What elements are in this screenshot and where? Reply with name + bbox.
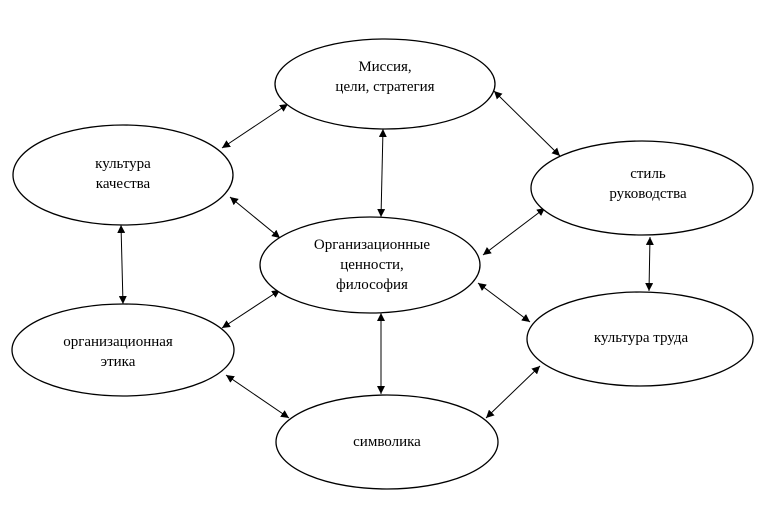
ellipse-quality xyxy=(12,124,234,226)
node-ethics-line-2: этика xyxy=(101,354,136,370)
node-style: стиль руководства xyxy=(530,140,754,236)
ellipse-labor xyxy=(526,291,754,387)
node-ethics: организационная этика xyxy=(11,303,235,397)
ellipse-symbolics xyxy=(275,394,499,490)
node-symbolics-line-1: символика xyxy=(353,434,421,450)
node-quality-line-2: качества xyxy=(96,176,151,192)
ellipse-ethics xyxy=(11,303,235,397)
node-values-line-1: Организационные xyxy=(314,237,430,253)
connector-mission-style xyxy=(493,90,561,157)
node-mission-line-2: цели, стратегия xyxy=(335,79,434,95)
node-values: Организационные ценности, философия xyxy=(259,216,481,314)
node-quality: культура качества xyxy=(12,124,234,226)
node-values-line-2: ценности, xyxy=(340,257,404,273)
node-ethics-line-1: организационная xyxy=(63,334,173,350)
ellipse-mission xyxy=(274,38,496,130)
node-symbolics: символика xyxy=(275,394,499,490)
node-mission-line-1: Миссия, xyxy=(358,59,411,75)
ellipse-style xyxy=(530,140,754,236)
node-style-line-2: руководства xyxy=(609,186,687,202)
connector-labor-symbolics xyxy=(485,365,541,419)
connector-values-labor xyxy=(477,282,531,323)
node-labor: культура труда xyxy=(526,291,754,387)
connector-values-ethics xyxy=(221,289,281,329)
connector-mission-quality xyxy=(221,103,289,149)
node-mission: Миссия, цели, стратегия xyxy=(274,38,496,130)
connector-style-values xyxy=(482,207,546,256)
node-style-line-1: стиль xyxy=(630,166,666,182)
connector-style-labor xyxy=(645,236,654,292)
connections-layer xyxy=(117,90,654,419)
node-quality-line-1: культура xyxy=(95,156,151,172)
connector-mission-values xyxy=(377,128,387,218)
connector-ethics-symbolics xyxy=(225,374,290,419)
node-labor-line-1: культура труда xyxy=(594,330,689,346)
connector-quality-values xyxy=(229,196,281,239)
connector-quality-ethics xyxy=(117,224,127,305)
ellipse-values xyxy=(259,216,481,314)
node-values-line-3: философия xyxy=(336,277,408,293)
